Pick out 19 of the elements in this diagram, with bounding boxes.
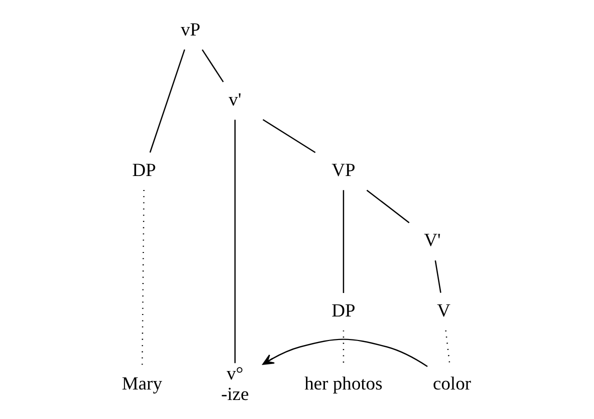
node-text: DP xyxy=(332,300,356,322)
node-text: V xyxy=(436,300,450,322)
connector xyxy=(149,49,186,153)
connector xyxy=(366,190,410,224)
arrow xyxy=(262,338,428,368)
node-text: v' xyxy=(228,90,242,111)
connector xyxy=(202,49,224,82)
node-text: her photos xyxy=(304,374,382,395)
node-text: vP xyxy=(180,19,200,40)
node-text: color xyxy=(432,374,472,395)
connector xyxy=(342,190,344,293)
connector xyxy=(262,119,316,154)
connector xyxy=(434,260,442,293)
node-text: V' xyxy=(424,230,441,252)
node-text: DP xyxy=(132,160,156,181)
connector xyxy=(234,120,236,364)
node-text: Mary xyxy=(122,374,162,395)
node-text: v° -ize xyxy=(221,363,249,406)
node-text: VP xyxy=(332,160,356,181)
